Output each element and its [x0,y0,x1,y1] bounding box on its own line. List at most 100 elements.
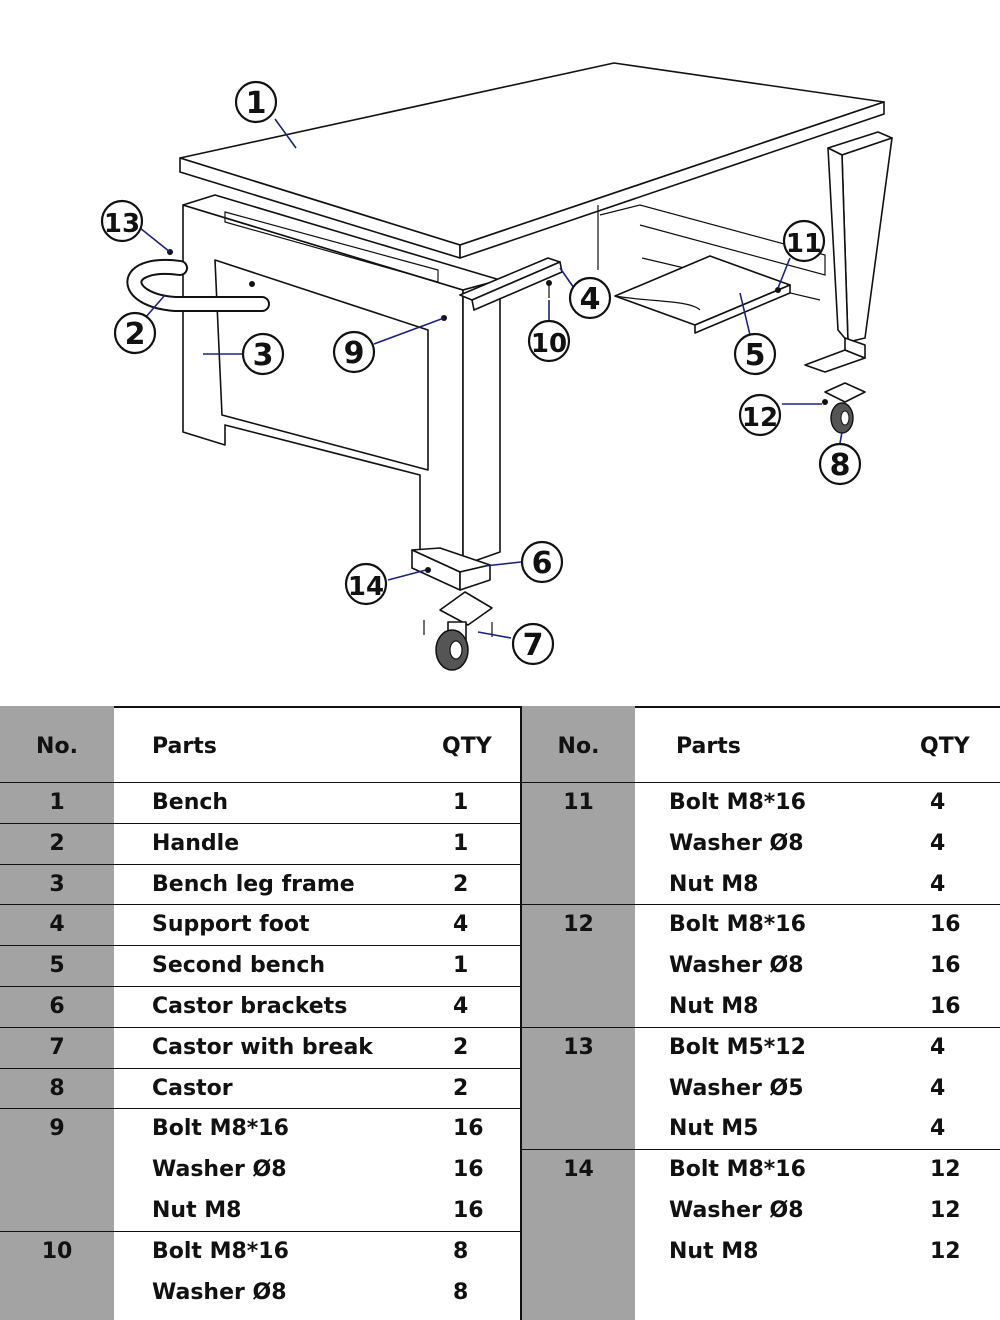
castor-with-break-part [423,591,493,671]
part-name: Castor [152,1075,233,1101]
part-name: Bolt M5*12 [669,1034,806,1060]
part-qty: 2 [453,871,469,897]
item-number: 6 [49,994,65,1019]
group-separator [0,1067,520,1069]
svg-text:6: 6 [532,546,553,581]
part-qty: 2 [453,1075,469,1101]
part-name: Bench leg frame [152,871,355,897]
svg-text:5: 5 [745,338,766,373]
part-qty: 16 [930,953,961,979]
part-name: Handle [152,830,240,856]
group-separator [0,1026,520,1028]
part-qty: 4 [930,871,946,897]
part-name: Nut M8 [669,994,759,1019]
svg-text:12: 12 [742,403,778,433]
part-name: Washer Ø8 [669,1198,804,1223]
group-separator [0,1230,520,1232]
svg-text:13: 13 [104,209,140,239]
item-number: 12 [563,912,594,938]
callout-6: 6 [520,540,564,584]
part-name: Nut M8 [152,1198,242,1223]
group-separator [0,945,520,947]
svg-text:9: 9 [344,336,365,371]
part-qty: 1 [453,953,469,979]
callout-3: 3 [241,332,285,376]
right-leg-frame-part [597,131,893,343]
part-qty: 12 [930,1238,961,1264]
svg-text:2: 2 [125,317,146,352]
part-name: Washer Ø8 [152,1279,287,1305]
header-no: No. [557,734,600,759]
table-top-border [0,706,1000,708]
part-name: Second bench [152,953,326,979]
part-name: Castor with break [152,1034,373,1060]
part-qty: 2 [453,1034,469,1060]
part-name: Nut M8 [669,1238,759,1264]
group-separator [0,863,520,865]
part-name: Washer Ø8 [152,1157,287,1183]
item-number: 1 [49,790,65,815]
part-qty: 1 [453,830,469,856]
callout-14: 14 [344,562,388,606]
svg-text:1: 1 [246,86,267,121]
svg-text:4: 4 [580,282,601,317]
part-qty: 4 [453,912,469,938]
part-name: Support foot [152,912,310,938]
part-name: Washer Ø8 [669,953,804,979]
item-number: 9 [49,1116,65,1142]
part-name: Bolt M8*16 [152,1238,289,1264]
item-number: 13 [563,1034,594,1060]
header-parts: Parts [676,734,741,759]
group-separator [0,904,520,906]
part-qty: 16 [930,912,961,938]
header-qty: QTY [442,734,492,759]
part-name: Castor brackets [152,994,348,1019]
part-name: Washer Ø8 [669,830,804,856]
part-qty: 12 [930,1198,961,1223]
second-bench-part [614,255,791,334]
part-qty: 16 [930,994,961,1019]
header-separator [522,782,1000,783]
svg-text:3: 3 [253,338,274,373]
right-foot-bracket-part [804,337,866,373]
part-name: Bench [152,790,229,815]
callout-12: 12 [738,393,782,437]
item-number: 7 [49,1034,65,1060]
header-no: No. [36,734,78,759]
castor-part [824,382,866,434]
number-column-background [522,706,635,1320]
part-qty: 16 [453,1198,484,1223]
part-qty: 8 [453,1238,469,1264]
exploded-assembly-diagram: 1 2 3 4 5 6 7 8 9 10 11 12 13 14 [100,62,893,671]
group-separator [0,822,520,824]
callout-9: 9 [332,330,376,374]
svg-text:7: 7 [523,628,544,663]
part-qty: 16 [453,1116,484,1142]
part-qty: 4 [930,830,946,856]
callout-10: 10 [527,319,571,363]
item-number: 14 [563,1157,594,1183]
callout-13: 13 [100,199,144,243]
svg-text:8: 8 [830,448,851,483]
callout-2: 2 [113,311,157,355]
group-separator [522,1149,1000,1151]
support-foot-part [459,257,563,311]
part-name: Bolt M8*16 [669,1157,806,1183]
item-number: 5 [49,953,65,979]
callout-markers: 1 2 3 4 5 6 7 8 9 10 11 12 13 14 [100,80,862,666]
group-separator [0,986,520,987]
part-qty: 1 [453,790,469,815]
item-number: 11 [563,790,594,815]
header-separator [0,782,520,783]
callout-5: 5 [733,332,777,376]
svg-text:11: 11 [786,229,822,259]
svg-text:14: 14 [348,572,384,602]
item-number: 4 [49,912,65,938]
callout-11: 11 [782,219,826,263]
leader-lines [139,118,843,639]
part-qty: 8 [453,1279,469,1305]
part-qty: 4 [930,1075,946,1101]
